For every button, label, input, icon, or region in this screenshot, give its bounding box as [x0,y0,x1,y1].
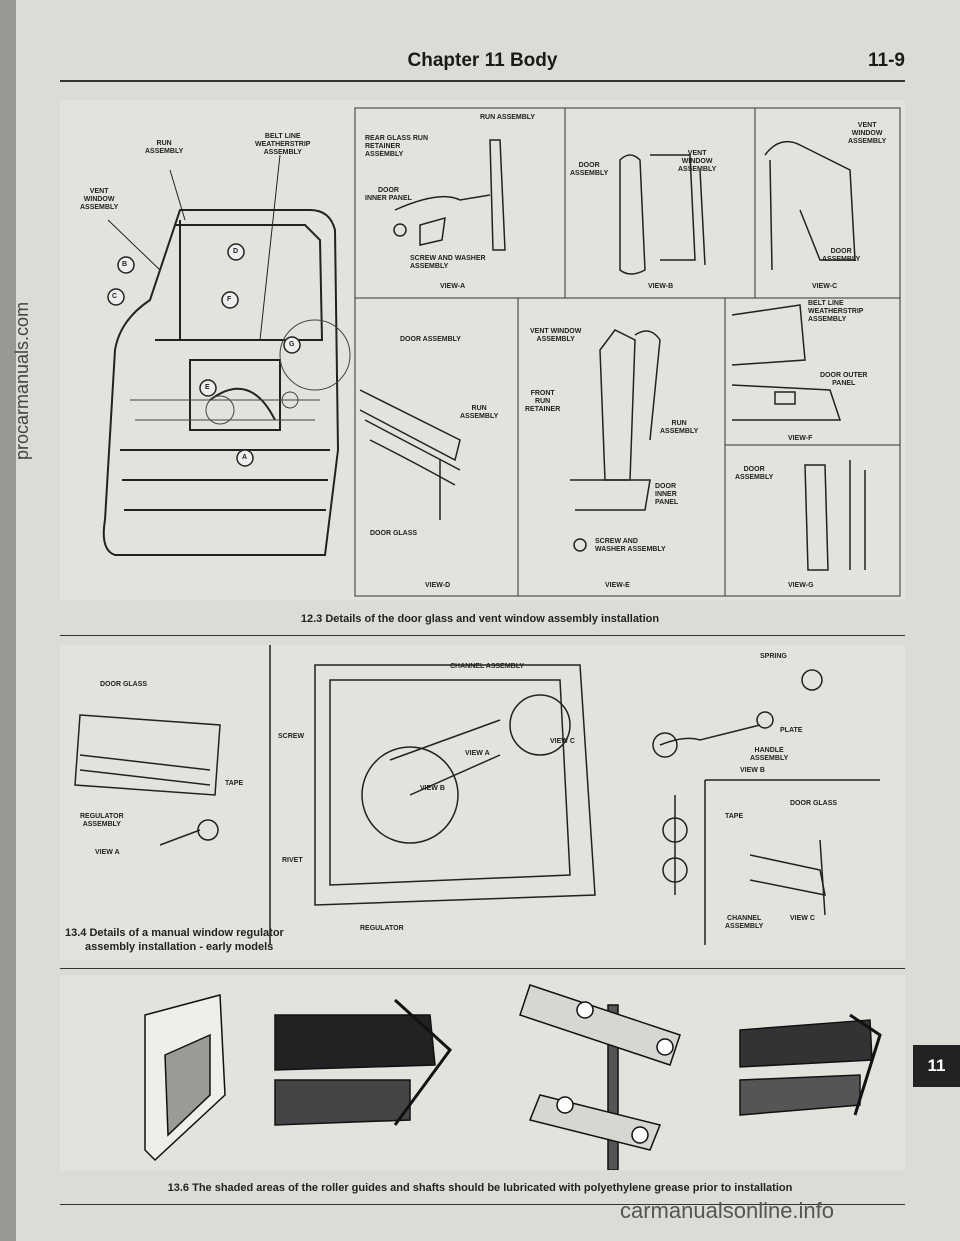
roller-guides-drawing [144,984,882,1170]
view-e-door-inner: DOOR INNER PANEL [655,483,679,506]
view-a-screw: SCREW AND WASHER ASSEMBLY [410,255,486,270]
callout-d: D [233,248,239,255]
view-d-door-assembly: DOOR ASSEMBLY [400,336,461,343]
view-f-door-outer: DOOR OUTER PANEL [820,372,868,387]
right-view-b: VIEW B [740,767,765,774]
label-belt-line: BELT LINE WEATHERSTRIP ASSEMBLY [255,133,311,156]
left-view-a: VIEW A [95,849,120,856]
view-a-title: VIEW-A [440,283,466,290]
figure-12-3: RUN ASSEMBLY BELT LINE WEATHERSTRIP ASSE… [60,100,905,600]
center-screw: SCREW [278,733,305,740]
view-e-title: VIEW-E [605,582,630,589]
view-d-run: RUN ASSEMBLY [460,405,499,420]
label-vent-window: VENT WINDOW ASSEMBLY [80,188,119,211]
page-binding-shadow [0,0,16,1241]
view-a-rear-glass: REAR GLASS RUN RETAINER ASSEMBLY [365,135,429,158]
view-e-screw: SCREW AND WASHER ASSEMBLY [595,538,666,553]
view-e-front-run: FRONT RUN RETAINER [525,390,561,413]
left-regulator: REGULATOR ASSEMBLY [80,813,124,828]
caption-13-4-line2: assembly installation - early models [85,941,274,953]
rule-13-6 [60,1204,905,1205]
callout-e: E [205,384,210,391]
left-tape: TAPE [225,780,244,787]
right-plate: PLATE [780,727,803,734]
callout-g: G [289,341,295,348]
view-b-door-assembly: DOOR ASSEMBLY [570,162,609,177]
caption-13-4-line1: 13.4 Details of a manual window regulato… [65,927,284,939]
view-a-door-inner: DOOR INNER PANEL [365,187,412,202]
view-c-vent: VENT WINDOW ASSEMBLY [848,122,887,145]
header-rule [60,80,905,82]
figure-13-6 [60,975,905,1170]
right-channel: CHANNEL ASSEMBLY [725,915,764,930]
view-e-vent: VENT WINDOW ASSEMBLY [530,328,582,343]
view-b-title: VIEW-B [648,283,674,290]
right-handle: HANDLE ASSEMBLY [750,747,789,762]
figure-13-4: DOOR GLASS TAPE REGULATOR ASSEMBLY VIEW … [60,645,905,960]
view-d-door-glass: DOOR GLASS [370,530,418,537]
rule-12-3 [60,635,905,636]
center-view-b: VIEW B [420,785,445,792]
view-f-title: VIEW-F [788,435,813,442]
callout-a: A [242,454,248,461]
view-f-belt: BELT LINE WEATHERSTRIP ASSEMBLY [808,300,864,323]
right-tape: TAPE [725,813,744,820]
view-g-title: VIEW-G [788,582,814,589]
view-g-door: DOOR ASSEMBLY [735,466,774,481]
view-c-door: DOOR ASSEMBLY [822,248,861,263]
center-view-c: VIEW C [550,738,575,745]
center-view-a: VIEW A [465,750,490,757]
page-number: 11-9 [868,50,905,71]
view-b-vent: VENT WINDOW ASSEMBLY [678,150,717,173]
watermark-side: procarmanuals.com [12,301,32,460]
caption-13-6: 13.6 The shaded areas of the roller guid… [167,1182,793,1194]
chapter-tab: 11 [913,1045,960,1087]
right-view-c: VIEW C [790,915,815,922]
callout-f: F [227,296,232,303]
center-regulator: REGULATOR [360,925,404,932]
label-run-assembly: RUN ASSEMBLY [145,140,184,155]
view-d-title: VIEW-D [425,582,451,589]
callout-c: C [112,293,118,300]
right-spring: SPRING [760,653,787,660]
regulator-drawing [74,645,880,945]
rule-13-4 [60,968,905,969]
right-door-glass: DOOR GLASS [790,800,838,807]
view-e-run: RUN ASSEMBLY [660,420,699,435]
page-header: Chapter 11 Body 11-9 [60,48,905,80]
center-channel: CHANNEL ASSEMBLY [450,663,525,670]
center-rivet: RIVET [282,857,303,864]
callout-b: B [122,261,128,268]
view-c-title: VIEW-C [812,283,838,290]
left-door-glass: DOOR GLASS [100,681,148,688]
watermark-bottom: carmanualsonline.info [620,1198,835,1223]
caption-12-3: 12.3 Details of the door glass and vent … [300,613,660,625]
view-a-run-assembly: RUN ASSEMBLY [480,114,536,121]
chapter-title: Chapter 11 Body [407,50,558,71]
door-drawing [102,107,901,597]
